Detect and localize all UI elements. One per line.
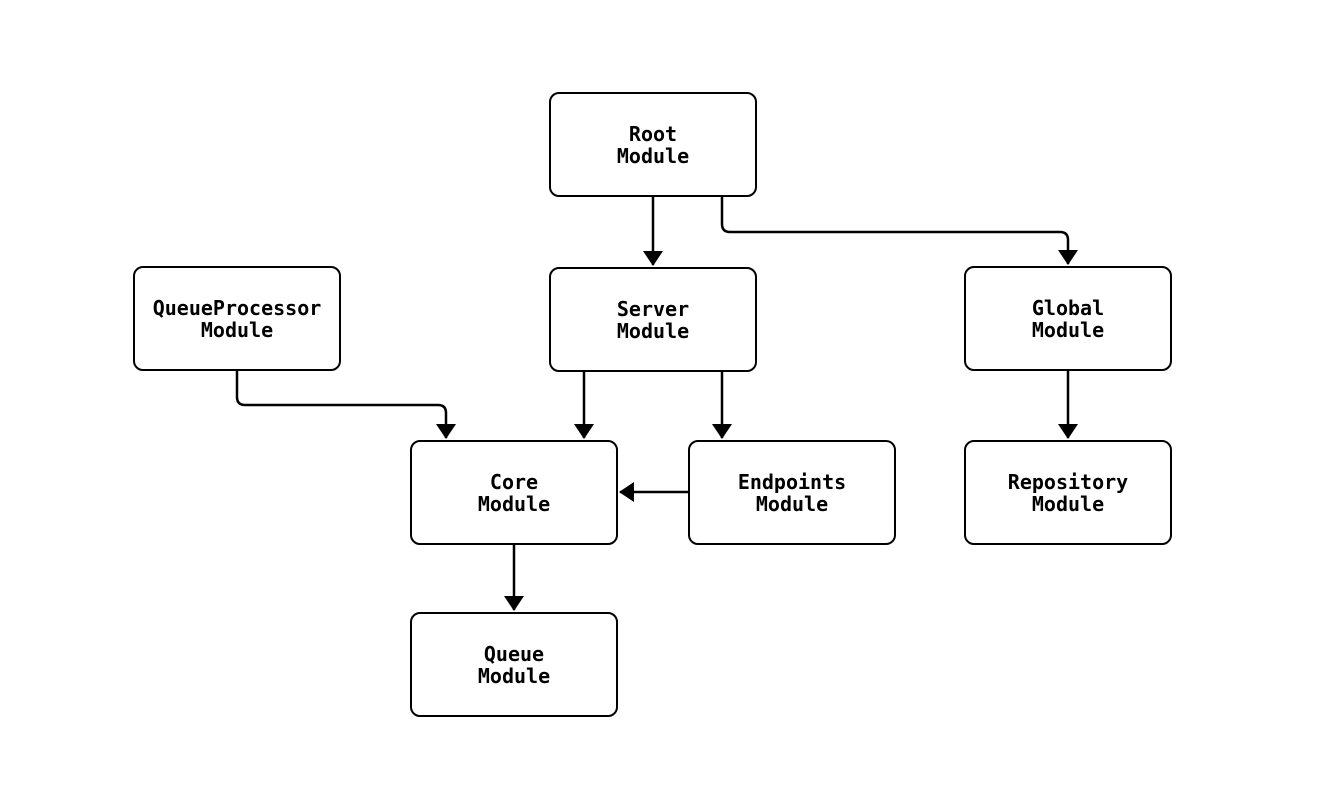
node-queue-module: Queue Module [410,612,618,717]
node-root-module: Root Module [549,92,757,197]
node-server-module: Server Module [549,267,757,372]
node-queueprocessor-module: QueueProcessor Module [133,266,341,371]
node-core-module: Core Module [410,440,618,545]
node-repository-module: Repository Module [964,440,1172,545]
edge-queueprocessor-to-core [235,371,456,439]
node-global-module: Global Module [964,266,1172,371]
edge-root-to-global [720,197,1078,265]
node-endpoints-module: Endpoints Module [688,440,896,545]
